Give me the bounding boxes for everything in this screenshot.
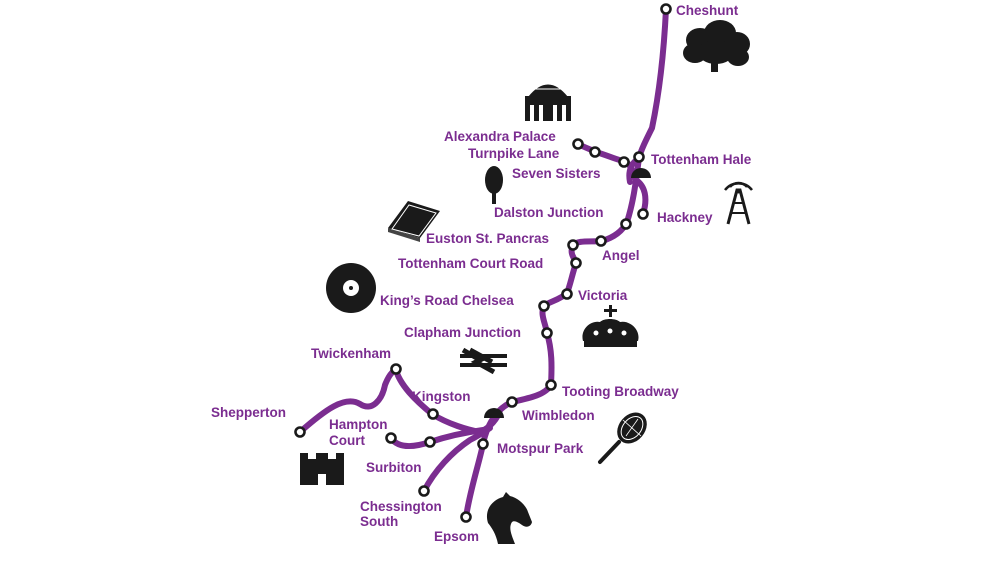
stop-kingston: [427, 408, 439, 420]
stop-kings-road-chelsea: [538, 300, 550, 312]
tree-icon: [683, 20, 750, 72]
crown-icon: [582, 305, 639, 347]
label-hampton-court-line2: Court: [329, 433, 365, 448]
castle-icon: [300, 453, 344, 485]
stop-motspur-park: [477, 438, 489, 450]
stop-seven-sisters: [618, 156, 630, 168]
label-kings-road-chelsea: King’s Road Chelsea: [380, 293, 514, 308]
stop-tottenham-court-road: [570, 257, 582, 269]
label-epsom: Epsom: [434, 529, 479, 544]
label-wimbledon: Wimbledon: [522, 408, 595, 423]
stop-wimbledon: [506, 396, 518, 408]
label-hampton-court-line1: Hampton: [329, 417, 388, 432]
small-tree-icon: [485, 166, 503, 204]
label-angel: Angel: [602, 248, 640, 263]
label-kingston: Kingston: [412, 389, 471, 404]
label-motspur-park: Motspur Park: [497, 441, 584, 456]
label-surbiton: Surbiton: [366, 460, 422, 475]
label-turnpike-lane: Turnpike Lane: [468, 146, 560, 161]
landmark-icons: [300, 20, 753, 544]
stop-dalston-junction: [620, 218, 632, 230]
stop-alexandra-palace: [572, 138, 584, 150]
horse-head-icon: [486, 492, 532, 544]
route-chessington-branch: [421, 425, 493, 494]
label-victoria: Victoria: [578, 288, 628, 303]
label-twickenham: Twickenham: [311, 346, 391, 361]
label-tottenham-hale: Tottenham Hale: [651, 152, 752, 167]
broadcast-tower-icon: [724, 181, 753, 225]
label-chessington-south-line1: Chessington: [360, 499, 442, 514]
stop-euston-st-pancras: [567, 239, 579, 251]
stop-surbiton: [424, 436, 436, 448]
stop-tottenham-hale: [633, 151, 645, 163]
stop-hampton-court: [385, 432, 397, 444]
stop-cheshunt: [660, 3, 672, 15]
label-seven-sisters: Seven Sisters: [512, 166, 601, 181]
label-dalston-junction: Dalston Junction: [494, 205, 604, 220]
stop-chessington-south: [418, 485, 430, 497]
stop-victoria: [561, 288, 573, 300]
palace-icon: [525, 82, 571, 121]
tennis-racket-icon: [598, 412, 647, 464]
label-hackney: Hackney: [657, 210, 713, 225]
label-shepperton: Shepperton: [211, 405, 286, 420]
label-tooting-broadway: Tooting Broadway: [562, 384, 679, 399]
junction-marker-wimbledon: [484, 408, 504, 418]
stop-shepperton: [294, 426, 306, 438]
national-rail-icon: [460, 347, 507, 375]
label-cheshunt: Cheshunt: [676, 3, 739, 18]
stop-hackney: [637, 208, 649, 220]
vinyl-record-icon: [326, 263, 376, 313]
stop-tooting-broadway: [545, 379, 557, 391]
label-chessington-south-line2: South: [360, 514, 398, 529]
junction-marker-tottenham: [631, 168, 651, 178]
stop-turnpike-lane: [589, 146, 601, 158]
label-clapham-junction: Clapham Junction: [404, 325, 521, 340]
label-alexandra-palace: Alexandra Palace: [444, 129, 556, 144]
book-icon: [388, 201, 440, 242]
label-tottenham-court-road: Tottenham Court Road: [398, 256, 543, 271]
stop-clapham-junction: [541, 327, 553, 339]
stop-twickenham: [390, 363, 402, 375]
stop-angel: [595, 235, 607, 247]
stop-epsom: [460, 511, 472, 523]
station-labels: Cheshunt Alexandra Palace Turnpike Lane …: [211, 3, 752, 544]
label-euston-st-pancras: Euston St. Pancras: [426, 231, 549, 246]
station-stops: [294, 3, 672, 523]
